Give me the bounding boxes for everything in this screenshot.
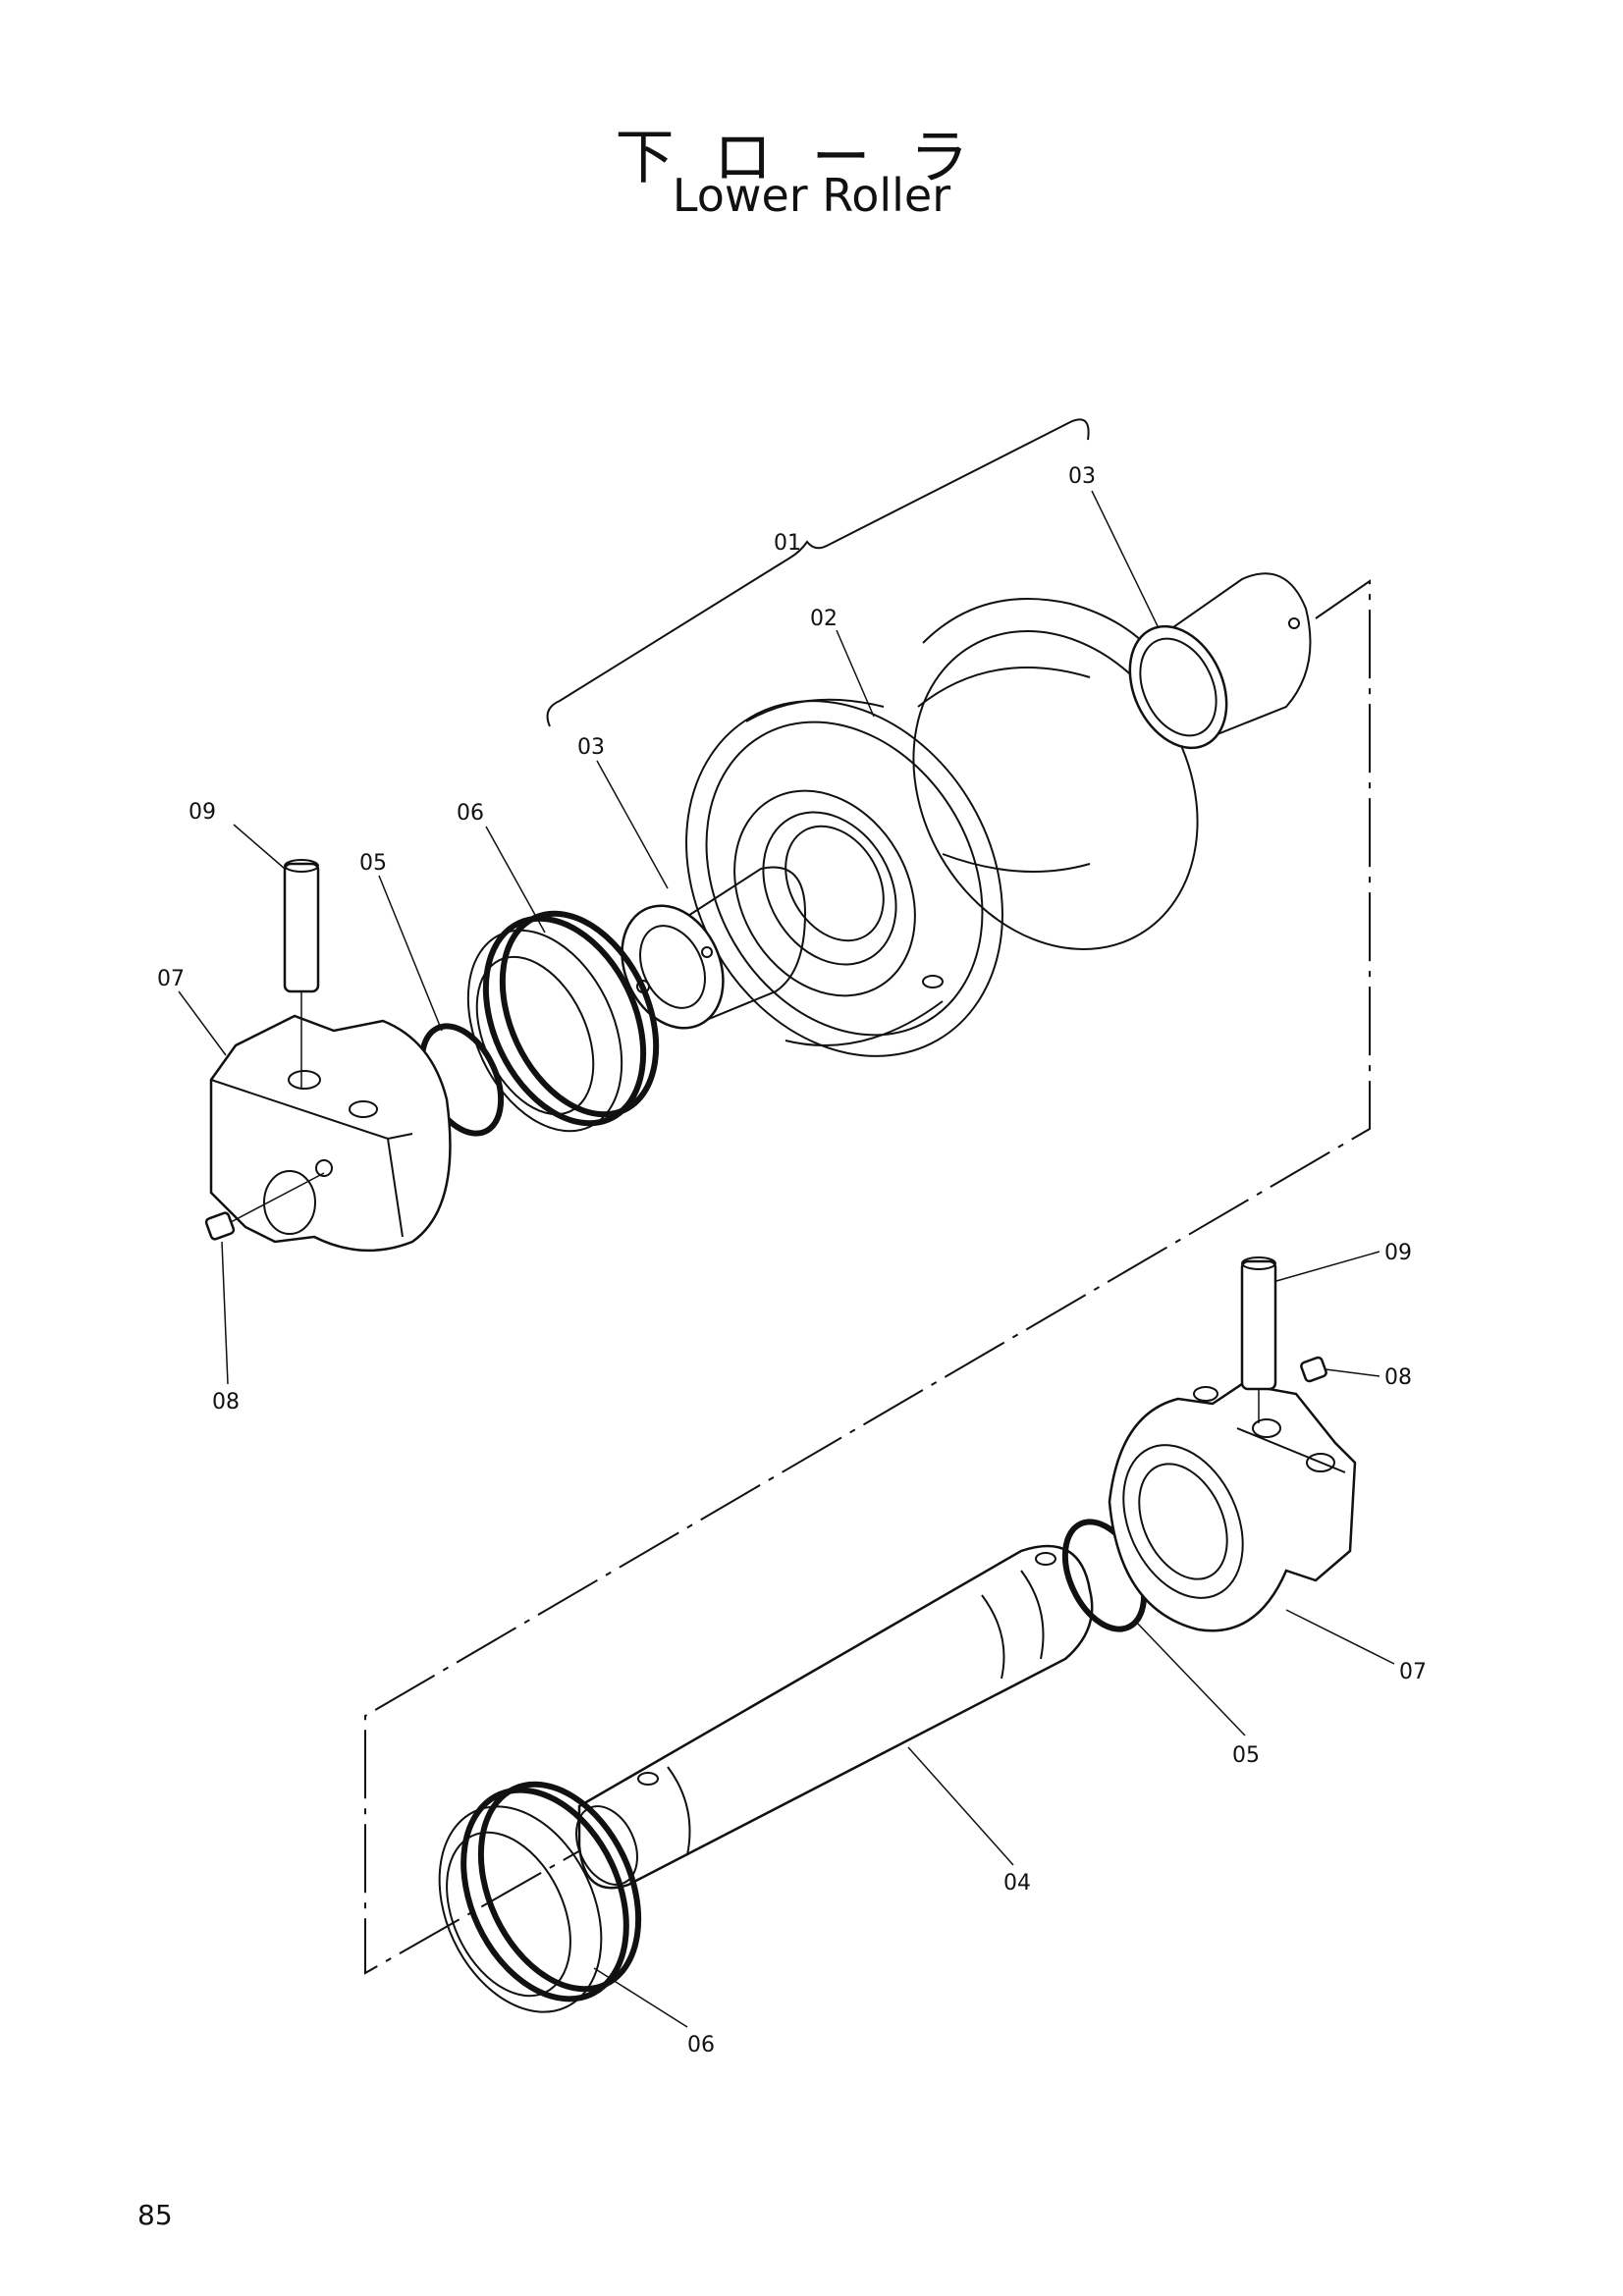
floating-seal-lower — [438, 1781, 642, 2013]
page-number: 85 — [137, 2199, 173, 2231]
collar-upper — [209, 1014, 452, 1253]
title-english: Lower Roller — [672, 169, 951, 222]
pin-upper — [283, 859, 320, 993]
pin-lower — [1240, 1256, 1277, 1391]
callout-02: 02 — [810, 607, 838, 631]
callout-04: 04 — [1003, 1871, 1031, 1896]
callout-08-right: 08 — [1384, 1365, 1412, 1390]
exploded-axis-line — [364, 579, 1371, 1975]
callout-08-left: 08 — [212, 1390, 240, 1415]
floating-seal-upper — [466, 910, 660, 1133]
callout-06-left: 06 — [457, 801, 484, 826]
callout-06-bottom: 06 — [687, 2033, 715, 2057]
callout-07-right: 07 — [1399, 1660, 1427, 1684]
callout-05-left: 05 — [359, 851, 387, 876]
bushing-top — [1128, 572, 1312, 750]
callout-07-left: 07 — [157, 967, 185, 991]
callout-09-right: 09 — [1384, 1241, 1412, 1265]
assembly-bracket — [546, 418, 1090, 727]
callout-03-top: 03 — [1068, 464, 1096, 489]
collar-lower — [1108, 1382, 1357, 1632]
roller-body — [685, 598, 1199, 1057]
shaft — [575, 1544, 1094, 1890]
plug-upper — [204, 1211, 236, 1241]
leader-lines — [178, 490, 1395, 2028]
callout-05-right: 05 — [1232, 1743, 1260, 1768]
title-japanese: 下ローラ — [615, 124, 1008, 192]
callout-09-left: 09 — [189, 800, 216, 825]
callout-01: 01 — [774, 531, 801, 556]
callout-03-mid: 03 — [577, 735, 605, 760]
plug-lower — [1300, 1356, 1327, 1383]
